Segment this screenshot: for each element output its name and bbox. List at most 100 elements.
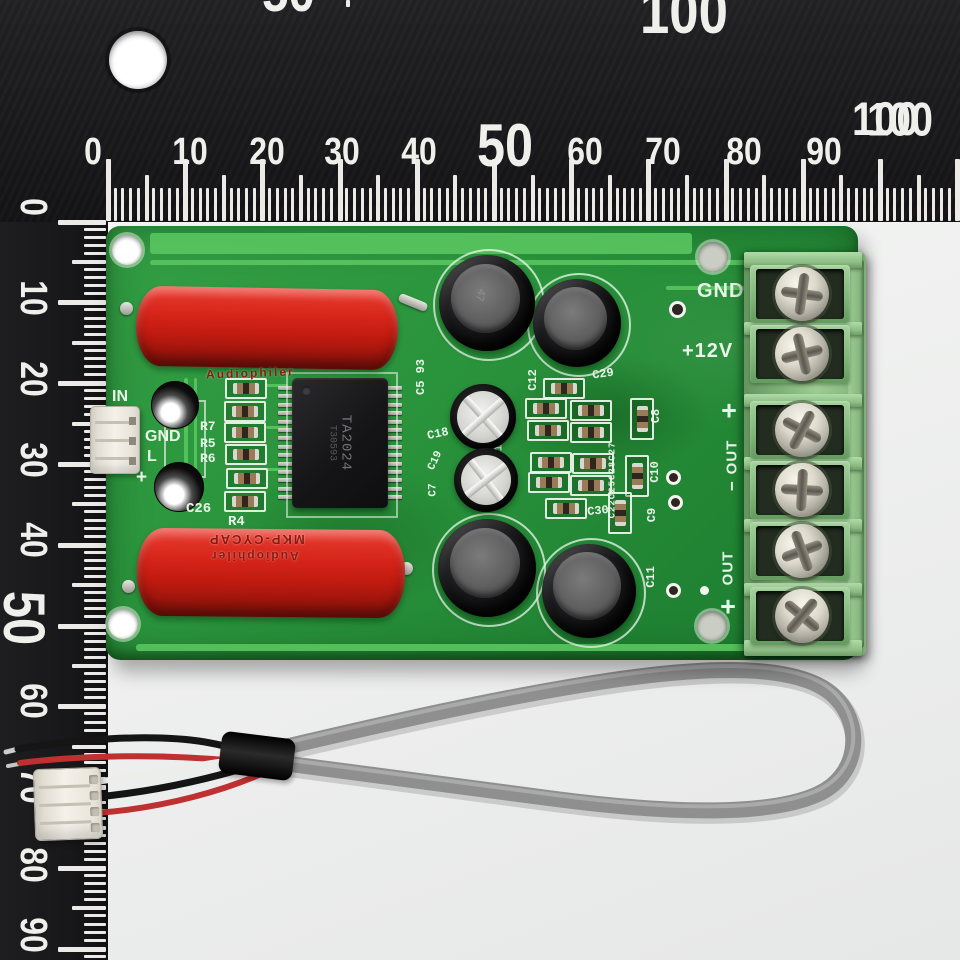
ruler-left-tick [72, 744, 106, 749]
ruler-left-tick [58, 461, 106, 467]
silk-label-c7: C7 [427, 483, 440, 497]
chip-pin [278, 394, 293, 399]
small-electrolytic-cap [151, 381, 199, 429]
silk-label-c19: C19 [425, 449, 446, 473]
ruler-left-tick [84, 494, 106, 498]
smd-resistor [530, 452, 572, 473]
screw-slot [795, 468, 809, 512]
ruler-top-tick [893, 188, 897, 221]
ruler-top-tick [160, 188, 163, 221]
ruler-top-tick [669, 188, 673, 221]
ruler-top-tick [955, 159, 960, 221]
ruler-left-tick [72, 906, 106, 911]
ruler-top-tick [438, 188, 441, 221]
ruler-top-tick [530, 175, 535, 221]
connector-ridge [95, 439, 133, 442]
ruler-left-tick [84, 235, 106, 239]
ruler-top-tick [623, 188, 627, 221]
cap-cross-bar [461, 460, 511, 501]
electrolytic-cap-cross-top [450, 384, 516, 450]
ruler-left-tick [58, 542, 106, 548]
chip-pin [387, 478, 402, 483]
smd-resistor [528, 472, 570, 493]
ruler-left-tick [72, 259, 106, 264]
ruler-top-tick [576, 188, 580, 221]
ruler-top-tick [708, 188, 712, 221]
chip-pin [278, 419, 293, 424]
silk-label-out-b: OUT [719, 550, 737, 586]
ruler-left-tick [84, 268, 106, 271]
smd-resistor [224, 491, 266, 512]
ruler-top-tick [816, 188, 820, 221]
chip-pin [278, 495, 293, 500]
ruler-top-tick [476, 188, 480, 221]
ruler-top-number: 40 [401, 131, 437, 173]
ruler-top-edge-number-50: 50 [262, 0, 315, 20]
pcb-trace-bottom-bar [136, 644, 826, 651]
ruler-left-tick [84, 316, 106, 320]
ruler-top-tick [322, 188, 326, 221]
red-film-capacitor-top [135, 285, 399, 371]
ruler-top-tick [824, 188, 827, 221]
ruler-left-tick [72, 421, 106, 426]
ruler-top-tick [499, 188, 503, 221]
ruler-top-tick [793, 188, 797, 221]
ruler-left-tick [84, 389, 106, 393]
ruler-left-tick [58, 704, 106, 710]
ruler-left-tick [84, 599, 106, 603]
ruler-top-tick [484, 188, 488, 221]
ruler-top-tick [654, 188, 658, 221]
ruler-top-tick [129, 188, 133, 221]
ruler-top-tick [947, 188, 951, 221]
chip-pin [387, 428, 402, 432]
ruler-top-tick [885, 188, 889, 221]
mounting-hole-top-left [112, 235, 142, 265]
ruler-left-tick [84, 712, 106, 716]
ruler-left-tick [84, 647, 106, 651]
ruler-top-tick [214, 188, 218, 221]
ruler-left-tick [84, 251, 106, 255]
ruler-top-tick [229, 188, 233, 221]
ruler-top-number: 60 [567, 131, 603, 173]
chip-pin [278, 470, 293, 474]
ruler-top-tick [113, 188, 117, 221]
ruler-top-tick [345, 188, 349, 221]
mounting-hole-bottom-right [697, 611, 727, 641]
silk-label-gnd-in: GND [145, 428, 181, 445]
connector-pin [129, 457, 136, 465]
chip-pin [387, 402, 402, 407]
silk-label-out-b-plus: + [720, 591, 736, 622]
ruler-left-tick [84, 607, 106, 611]
silk-label-r7: R7 [200, 419, 216, 434]
connector-ridge [95, 421, 133, 424]
ruler-top-tick [692, 188, 696, 221]
cap-top [449, 527, 521, 599]
ruler-left-tick [84, 364, 106, 368]
ruler-left-tick [84, 526, 106, 530]
smd-resistor [570, 400, 612, 421]
via-hole [672, 304, 683, 315]
chip-pin [387, 444, 402, 449]
ruler-left-tick [84, 752, 106, 756]
ruler-left-tick [84, 566, 106, 570]
ruler-top-tick [878, 159, 883, 221]
smd-resistor [224, 401, 266, 422]
ruler-left-tick [84, 857, 106, 861]
ruler-left-tick [84, 348, 106, 352]
heatshrink-joint [217, 730, 297, 782]
silk-label-c30: C30 [586, 502, 610, 520]
ruler-top-tick [468, 188, 472, 221]
ruler-left-tick [84, 728, 106, 732]
chip-marking-line2: T30593 [326, 424, 338, 462]
chip-pin [387, 419, 402, 424]
ruler-top-tick [831, 188, 835, 221]
ruler-top-tick [353, 188, 356, 221]
chip-pin [387, 453, 402, 458]
ruler-top-tick [854, 188, 858, 221]
silk-label-out-a-minus: − [722, 481, 742, 491]
connector-ridge [38, 802, 92, 808]
ruler-left-tick [84, 922, 106, 926]
ruler-top-tick [337, 159, 343, 221]
ruler-left-tick [84, 736, 106, 740]
